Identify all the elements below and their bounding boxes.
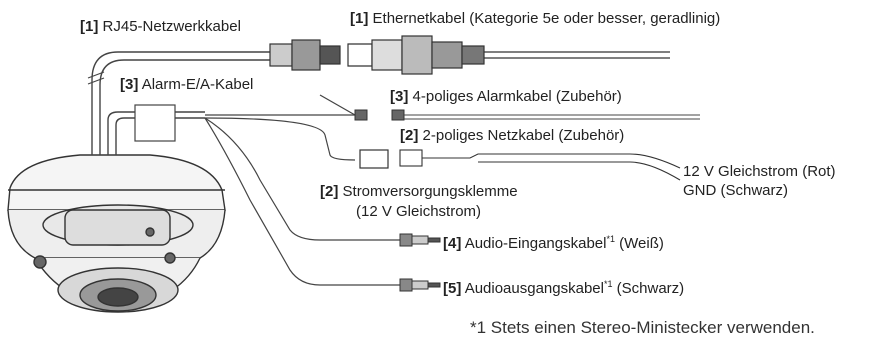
cable-break-mark — [87, 71, 105, 85]
callout-number: [5] — [443, 280, 462, 297]
callout-suffix: (Weiß) — [614, 235, 664, 252]
cable-gland — [134, 104, 176, 142]
label-rj45: [1] RJ45-Netzwerkkabel — [80, 18, 241, 35]
callout-number: [3] — [120, 76, 139, 93]
label-terminal-sub: (12 V Gleichstrom) — [356, 203, 481, 220]
power-lead — [204, 117, 356, 161]
footnote-marker: *1 — [606, 234, 615, 244]
callout-text: RJ45-Netzwerkkabel — [102, 18, 241, 35]
callout-number: [1] — [350, 10, 369, 27]
callout-text: Audioausgangskabel — [464, 280, 604, 297]
callout-suffix: (Schwarz) — [612, 280, 685, 297]
callout-text: 2-poliges Netzkabel (Zubehör) — [422, 127, 625, 144]
label-audio-in: [4] Audio-Eingangskabel*1 (Weiß) — [443, 231, 664, 252]
footnote: *1 Stets einen Stereo-Ministecker verwen… — [470, 318, 815, 337]
alarm-io-cable — [205, 94, 356, 116]
callout-text: Stromversorgungsklemme — [342, 183, 518, 200]
callout-text: 12 V Gleichstrom (Rot) — [683, 163, 836, 180]
label-terminal: [2] Stromversorgungsklemme — [320, 183, 518, 200]
callout-text: Alarm-E/A-Kabel — [141, 76, 254, 93]
power2-cable — [399, 149, 681, 181]
label-alarm4: [3] 4-poliges Alarmkabel (Zubehör) — [390, 88, 622, 105]
callout-number: [4] — [443, 235, 462, 252]
audio-out-plug — [399, 278, 441, 292]
label-power2: [2] 2-poliges Netzkabel (Zubehör) — [400, 127, 624, 144]
label-alarm-io: [3] Alarm-E/A-Kabel — [120, 76, 253, 93]
audio-cables — [204, 117, 400, 286]
rj45-connector — [269, 39, 341, 71]
alarm4-connector — [354, 109, 405, 121]
callout-text: GND (Schwarz) — [683, 182, 789, 199]
callout-text: Audio-Eingangskabel — [464, 235, 607, 252]
label-ethernet: [1] Ethernetkabel (Kategorie 5e oder bes… — [350, 10, 720, 27]
footnote-marker: *1 — [603, 279, 613, 289]
label-dc-red: 12 V Gleichstrom (Rot) — [683, 163, 836, 180]
callout-number: [2] — [320, 183, 339, 200]
callout-number: [1] — [80, 18, 99, 35]
callout-subtext: (12 V Gleichstrom) — [356, 203, 482, 220]
callout-text: 4-poliges Alarmkabel (Zubehör) — [412, 88, 622, 105]
label-audio-out: [5] Audioausgangskabel*1 (Schwarz) — [443, 276, 684, 297]
alarm4-cable — [404, 114, 700, 120]
cable-bundle — [91, 51, 270, 155]
callout-number: [3] — [390, 88, 409, 105]
power-terminal — [359, 149, 389, 169]
camera-illustration — [7, 154, 226, 313]
callout-number: [2] — [400, 127, 419, 144]
audio-in-plug — [399, 233, 441, 247]
ethernet-cable — [347, 35, 670, 75]
label-gnd: GND (Schwarz) — [683, 182, 788, 199]
callout-text: Ethernetkabel (Kategorie 5e oder besser,… — [372, 10, 721, 27]
